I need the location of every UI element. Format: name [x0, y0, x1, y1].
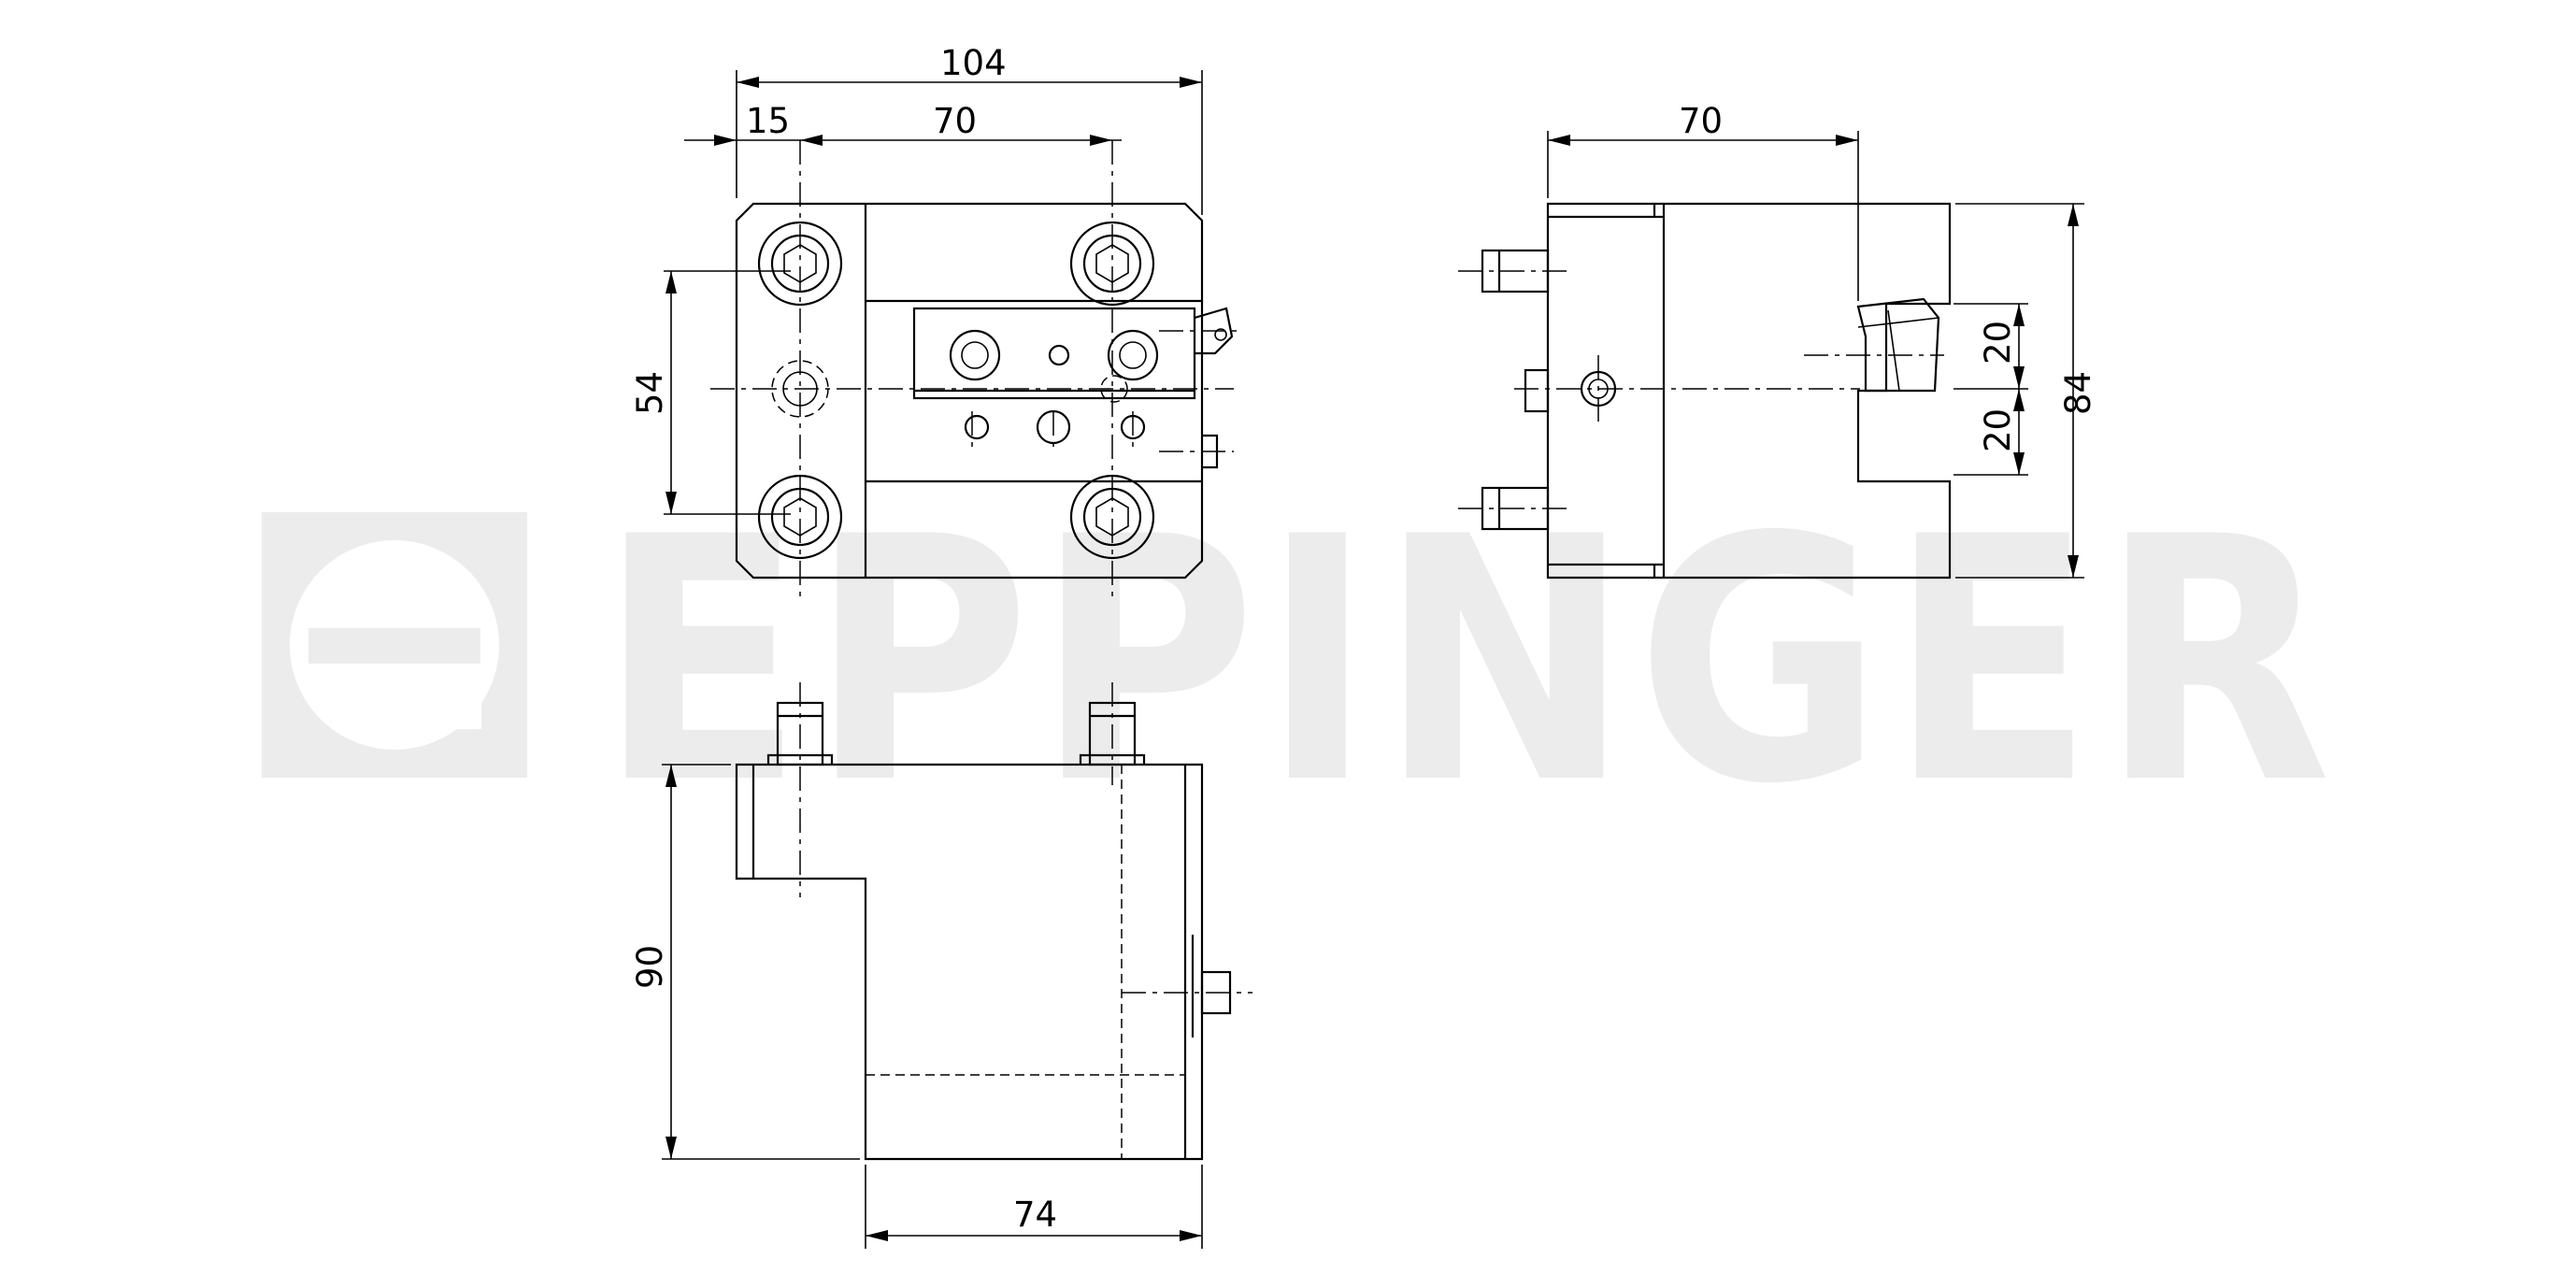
- dim-bottom-height: 90: [630, 945, 670, 989]
- front-dimensions: 104 15 70 54: [630, 43, 1203, 515]
- watermark: EPPINGER: [262, 465, 2337, 857]
- dim-front-total-width: 104: [940, 43, 1007, 83]
- dim-front-height: 54: [630, 371, 670, 415]
- dim-side-upper: 20: [1978, 321, 2018, 365]
- bottom-view: [735, 682, 1252, 1161]
- bottom-dimensions: 90 74: [630, 764, 1203, 1249]
- dim-front-bolt-spacing: 70: [933, 101, 977, 141]
- dim-side-width: 70: [1679, 101, 1723, 141]
- front-view: [710, 140, 1243, 598]
- dim-bottom-width: 74: [1013, 1195, 1057, 1235]
- dim-side-height: 84: [2058, 371, 2098, 415]
- watermark-brand-text: EPPINGER: [598, 465, 2337, 857]
- side-dimensions: 70 84 20 20: [1547, 101, 2098, 579]
- dim-side-lower: 20: [1978, 408, 2018, 452]
- side-view: [1458, 202, 1952, 580]
- eppinger-logo-icon: [262, 512, 527, 778]
- dim-front-offset-left: 15: [746, 101, 790, 141]
